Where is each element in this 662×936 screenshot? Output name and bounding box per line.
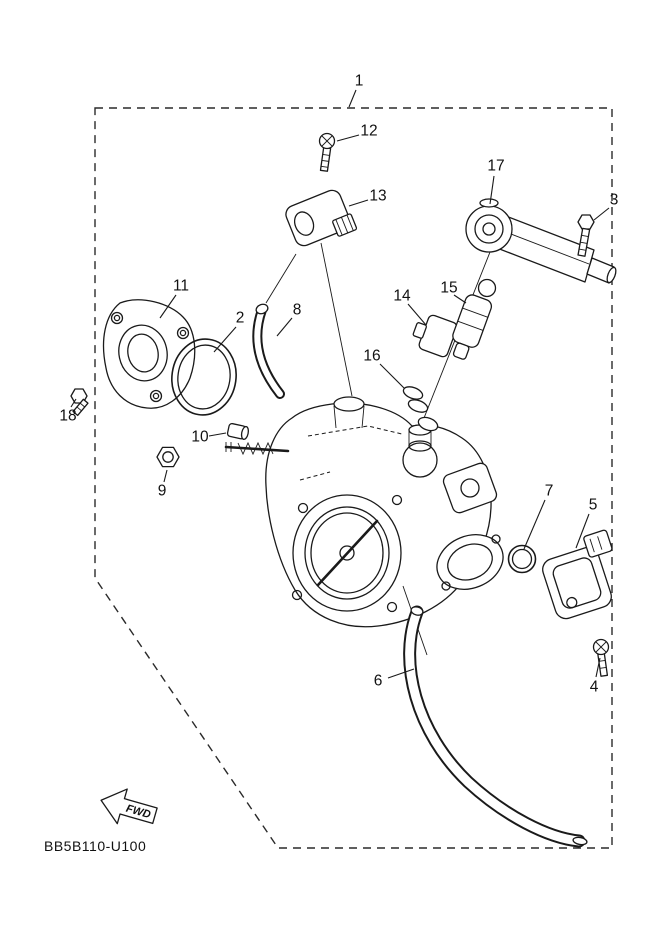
callout-2: 2 bbox=[213, 310, 245, 353]
callout-number: 2 bbox=[236, 310, 245, 327]
diagram-boundary bbox=[94, 107, 613, 849]
callout-1: 1 bbox=[348, 73, 364, 108]
callout-number: 16 bbox=[363, 348, 380, 365]
callout-leader-line bbox=[489, 175, 495, 205]
callout-14: 14 bbox=[393, 288, 427, 326]
callout-number: 17 bbox=[487, 158, 504, 175]
callout-number: 13 bbox=[369, 188, 386, 205]
fwd-arrow: FWD bbox=[100, 788, 158, 825]
callout-12: 12 bbox=[336, 123, 378, 142]
callout-leader-line bbox=[523, 499, 546, 550]
part-hose-8 bbox=[252, 253, 297, 399]
part-nut-9 bbox=[156, 446, 180, 468]
callout-number: 11 bbox=[173, 278, 189, 295]
callout-number: 6 bbox=[374, 673, 383, 690]
part-bolt-18 bbox=[70, 388, 89, 417]
callout-leader-line bbox=[276, 317, 293, 337]
callout-number: 7 bbox=[545, 483, 554, 500]
callout-leader-line bbox=[595, 657, 601, 678]
callout-6: 6 bbox=[374, 668, 415, 690]
callout-leader-line bbox=[159, 294, 177, 319]
part-throttle-body bbox=[224, 396, 504, 628]
part-bolt-3 bbox=[577, 214, 595, 257]
part-oring-2 bbox=[171, 338, 237, 416]
callout-5: 5 bbox=[575, 497, 598, 549]
callout-16: 16 bbox=[363, 348, 405, 389]
callout-11: 11 bbox=[159, 278, 189, 319]
part-injector-15 bbox=[452, 294, 493, 360]
callout-leader-line bbox=[213, 326, 237, 353]
part-joint-17 bbox=[465, 198, 617, 284]
callout-leader-line bbox=[387, 668, 415, 679]
part-screw-12 bbox=[318, 132, 336, 172]
part-sensor-5 bbox=[542, 529, 613, 620]
callout-number: 3 bbox=[610, 192, 619, 209]
callout-leader-line bbox=[593, 207, 610, 221]
callout-number: 8 bbox=[293, 302, 302, 319]
callout-3: 3 bbox=[593, 192, 619, 221]
callout-leader-line bbox=[208, 432, 227, 437]
sensor-13-leader bbox=[320, 242, 353, 397]
part-oring-7 bbox=[507, 544, 537, 574]
callout-13: 13 bbox=[348, 188, 387, 207]
callout-leader-line bbox=[163, 469, 168, 483]
callout-9: 9 bbox=[158, 469, 168, 500]
callout-leader-line bbox=[70, 398, 77, 408]
part-sensor-13 bbox=[285, 189, 358, 247]
callout-15: 15 bbox=[440, 280, 467, 304]
callout-10: 10 bbox=[191, 429, 227, 446]
part-cover-11 bbox=[102, 299, 196, 409]
callout-4: 4 bbox=[590, 657, 601, 696]
callout-number: 9 bbox=[158, 483, 167, 500]
callout-number: 10 bbox=[191, 429, 209, 446]
callout-leader-line bbox=[453, 294, 467, 304]
callout-number: 1 bbox=[355, 73, 364, 90]
callout-leader-line bbox=[348, 89, 357, 108]
callout-17: 17 bbox=[487, 158, 505, 205]
part-screw-4 bbox=[592, 638, 610, 677]
callout-number: 4 bbox=[590, 679, 599, 696]
callout-18: 18 bbox=[59, 398, 77, 425]
callout-leader-line bbox=[379, 363, 405, 389]
callout-8: 8 bbox=[276, 302, 302, 337]
part-injector-oring bbox=[477, 278, 497, 298]
callout-number: 5 bbox=[589, 497, 598, 514]
callout-leader-line bbox=[348, 199, 369, 207]
callout-number: 15 bbox=[440, 280, 457, 297]
callout-leader-line bbox=[407, 303, 427, 326]
part-hose-6 bbox=[402, 585, 588, 848]
callout-number: 14 bbox=[393, 288, 411, 305]
callout-7: 7 bbox=[523, 483, 554, 550]
part-cap-10 bbox=[226, 422, 250, 441]
callout-number: 12 bbox=[360, 123, 377, 140]
callout-leader-line bbox=[575, 513, 590, 549]
part-holder-14 bbox=[412, 314, 458, 358]
part-rings-16 bbox=[402, 386, 429, 413]
diagram-code: BB5B110-U100 bbox=[44, 838, 146, 854]
callout-leader-line bbox=[336, 134, 360, 142]
callout-number: 18 bbox=[59, 408, 76, 425]
